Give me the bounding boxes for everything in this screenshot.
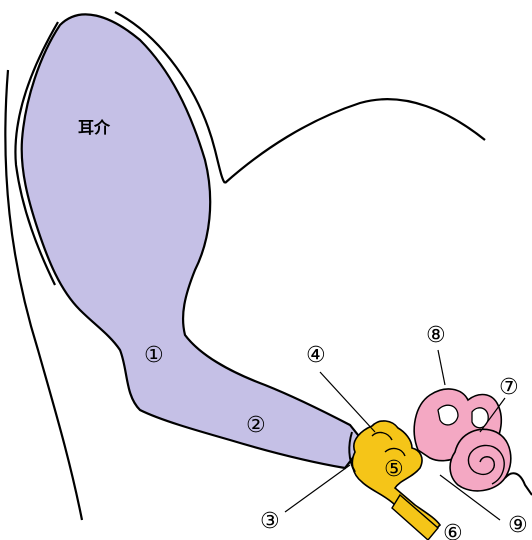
marker-5: ⑤ bbox=[384, 457, 404, 482]
head-contour-line bbox=[225, 99, 485, 183]
marker-8: ⑧ bbox=[426, 323, 446, 348]
marker-2: ② bbox=[246, 413, 266, 438]
marker-1: ① bbox=[144, 343, 164, 368]
leader-8 bbox=[438, 350, 445, 385]
marker-4: ④ bbox=[306, 343, 326, 368]
marker-6: ⑥ bbox=[443, 521, 463, 540]
auricle-label: 耳介 bbox=[78, 118, 111, 137]
marker-7: ⑦ bbox=[499, 375, 519, 400]
leader-3 bbox=[285, 465, 350, 512]
marker-9: ⑨ bbox=[508, 513, 528, 538]
canal-hole-1 bbox=[438, 405, 458, 425]
nerve-line bbox=[505, 473, 532, 495]
marker-3: ③ bbox=[260, 509, 280, 534]
auricle-shape bbox=[22, 14, 362, 468]
